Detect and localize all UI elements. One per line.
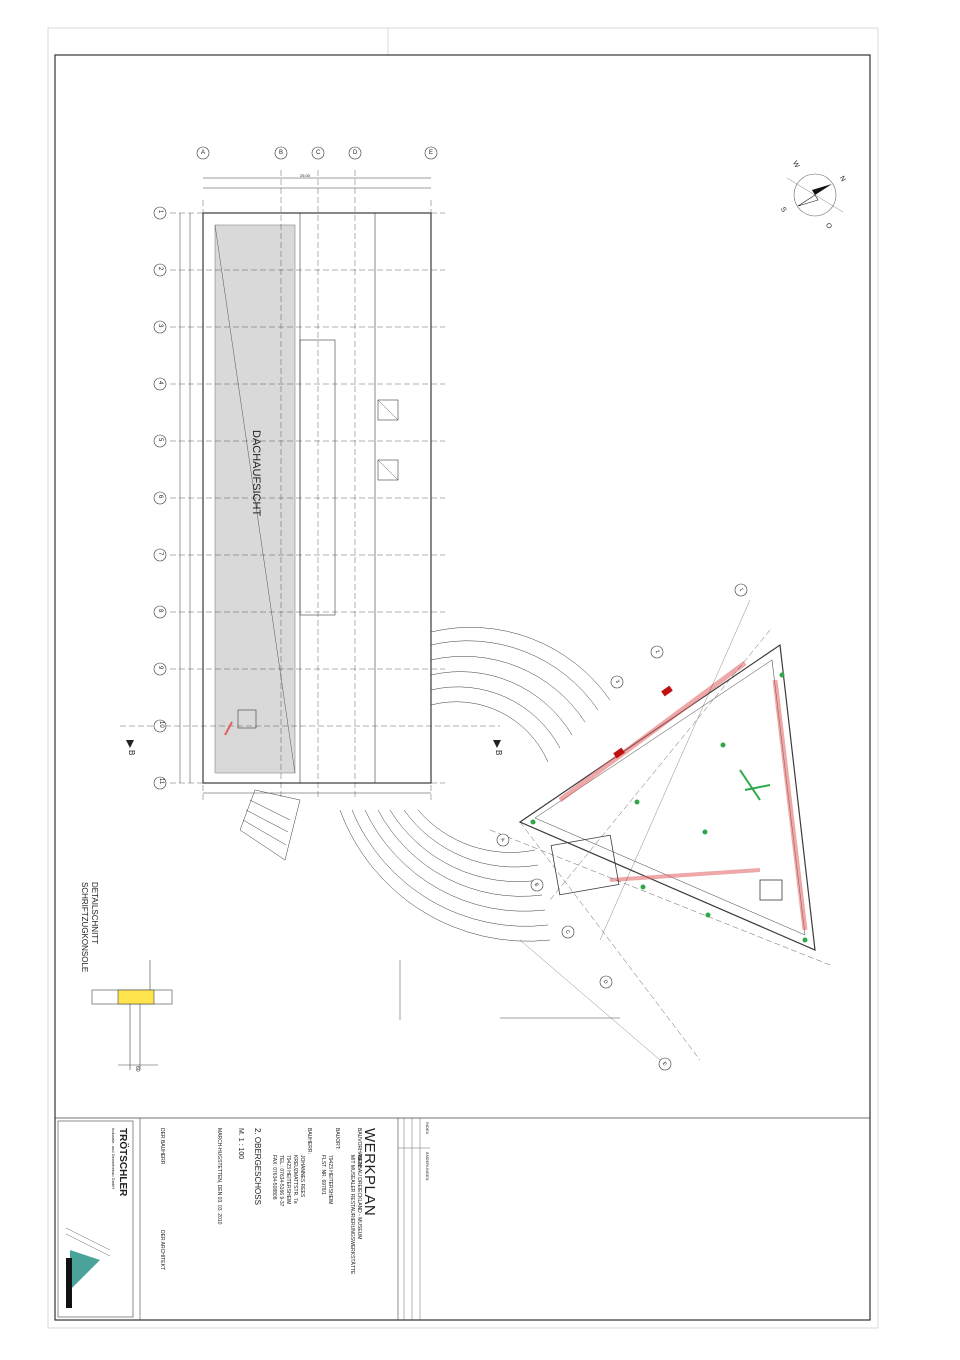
client-line1: JOHANNES REES bbox=[299, 1155, 305, 1198]
client-label: BAUHERR: bbox=[306, 1128, 312, 1154]
detail-section-drawing bbox=[91, 960, 173, 1070]
project-line2: MIT MUSEALER RESTAURIERUNGSWERKSTÄTTE bbox=[349, 1155, 355, 1275]
rect-building bbox=[120, 170, 500, 800]
overall-dimension: 25.00 bbox=[300, 173, 311, 178]
architect-signature: DER ARCHITEKT bbox=[159, 1230, 165, 1271]
date-line: MARCH-HUGSTETTEN, DEN 03. 03. 2010 bbox=[216, 1128, 222, 1225]
section-marker-right bbox=[493, 740, 501, 748]
detail-title: DETAILSCHNITT bbox=[90, 882, 99, 945]
grid-number-9: 9 bbox=[157, 666, 163, 670]
grid-letter-b: B bbox=[279, 150, 284, 156]
grid-number-11: 11 bbox=[158, 778, 164, 785]
grid-number-bubbles bbox=[153, 206, 167, 790]
index-header: INDEX bbox=[425, 1122, 430, 1135]
client-fax: FAX: 07634-508808 bbox=[271, 1155, 277, 1200]
client-line3: 79423 HEITERSHEIM bbox=[285, 1155, 291, 1205]
section-label-left: B bbox=[127, 750, 136, 756]
grid-letter-a: A bbox=[201, 150, 206, 156]
grid-number-8: 8 bbox=[157, 609, 163, 613]
grid-number-10: 10 bbox=[158, 721, 164, 728]
site-line1: 79423 HEITERSHEIM bbox=[327, 1155, 333, 1205]
site-line2: FLST. NR. 6978/1 bbox=[320, 1155, 326, 1195]
triangle-wing bbox=[489, 599, 831, 1061]
section-marker-left bbox=[126, 740, 134, 748]
detail-subtitle: SCHRIFTZUGKONSOLE bbox=[80, 882, 89, 973]
grid-letter-d: D bbox=[353, 150, 358, 156]
project-line1: NEUBAU DREIECKLAND - MUSEUM bbox=[356, 1155, 362, 1240]
grid-number-4: 4 bbox=[157, 381, 163, 385]
section-label-right: B bbox=[494, 750, 503, 756]
wing-axis-bubbles bbox=[496, 583, 748, 1071]
grid-letter-bubbles bbox=[196, 146, 438, 160]
title-block bbox=[55, 1117, 870, 1320]
firm-logo bbox=[70, 1250, 100, 1290]
owner-signature: DER BAUHERR bbox=[159, 1128, 165, 1165]
client-tel: TEL.: 07634-5166 9-37 bbox=[278, 1155, 284, 1207]
grid-number-3: 3 bbox=[157, 324, 163, 328]
sheet-outer-border bbox=[47, 27, 879, 1329]
changes-header: ÄNDERUNGEN bbox=[425, 1152, 430, 1181]
firm-name: TRÖTSCHLER bbox=[117, 1128, 128, 1197]
green-column-dots bbox=[530, 672, 808, 943]
roof-label: DACHAUFSICHT bbox=[250, 430, 262, 517]
grid-letter-c: C bbox=[316, 150, 321, 156]
grid-number-7: 7 bbox=[157, 552, 163, 556]
compass-rose bbox=[786, 173, 844, 217]
grid-number-2: 2 bbox=[157, 267, 163, 271]
detail-dimension: 60 bbox=[134, 1066, 140, 1072]
curved-structure bbox=[239, 627, 611, 942]
site-label: BAUORT: bbox=[334, 1128, 340, 1150]
plan-type: WERKPLAN bbox=[361, 1128, 378, 1217]
grid-number-1: 1 bbox=[157, 210, 163, 214]
firm-subtitle: Industrie- und Gewerbebau GmbH bbox=[111, 1128, 116, 1190]
grid-letter-e: E bbox=[429, 150, 434, 156]
sheet-frame bbox=[54, 54, 871, 1321]
grid-number-6: 6 bbox=[157, 495, 163, 499]
client-line2: KREUZMATTSTR. 7a bbox=[292, 1155, 298, 1204]
grid-number-5: 5 bbox=[157, 438, 163, 442]
floor-name: 2. OBERGESCHOSS bbox=[253, 1128, 262, 1205]
scale: M. 1 : 100 bbox=[237, 1128, 244, 1160]
